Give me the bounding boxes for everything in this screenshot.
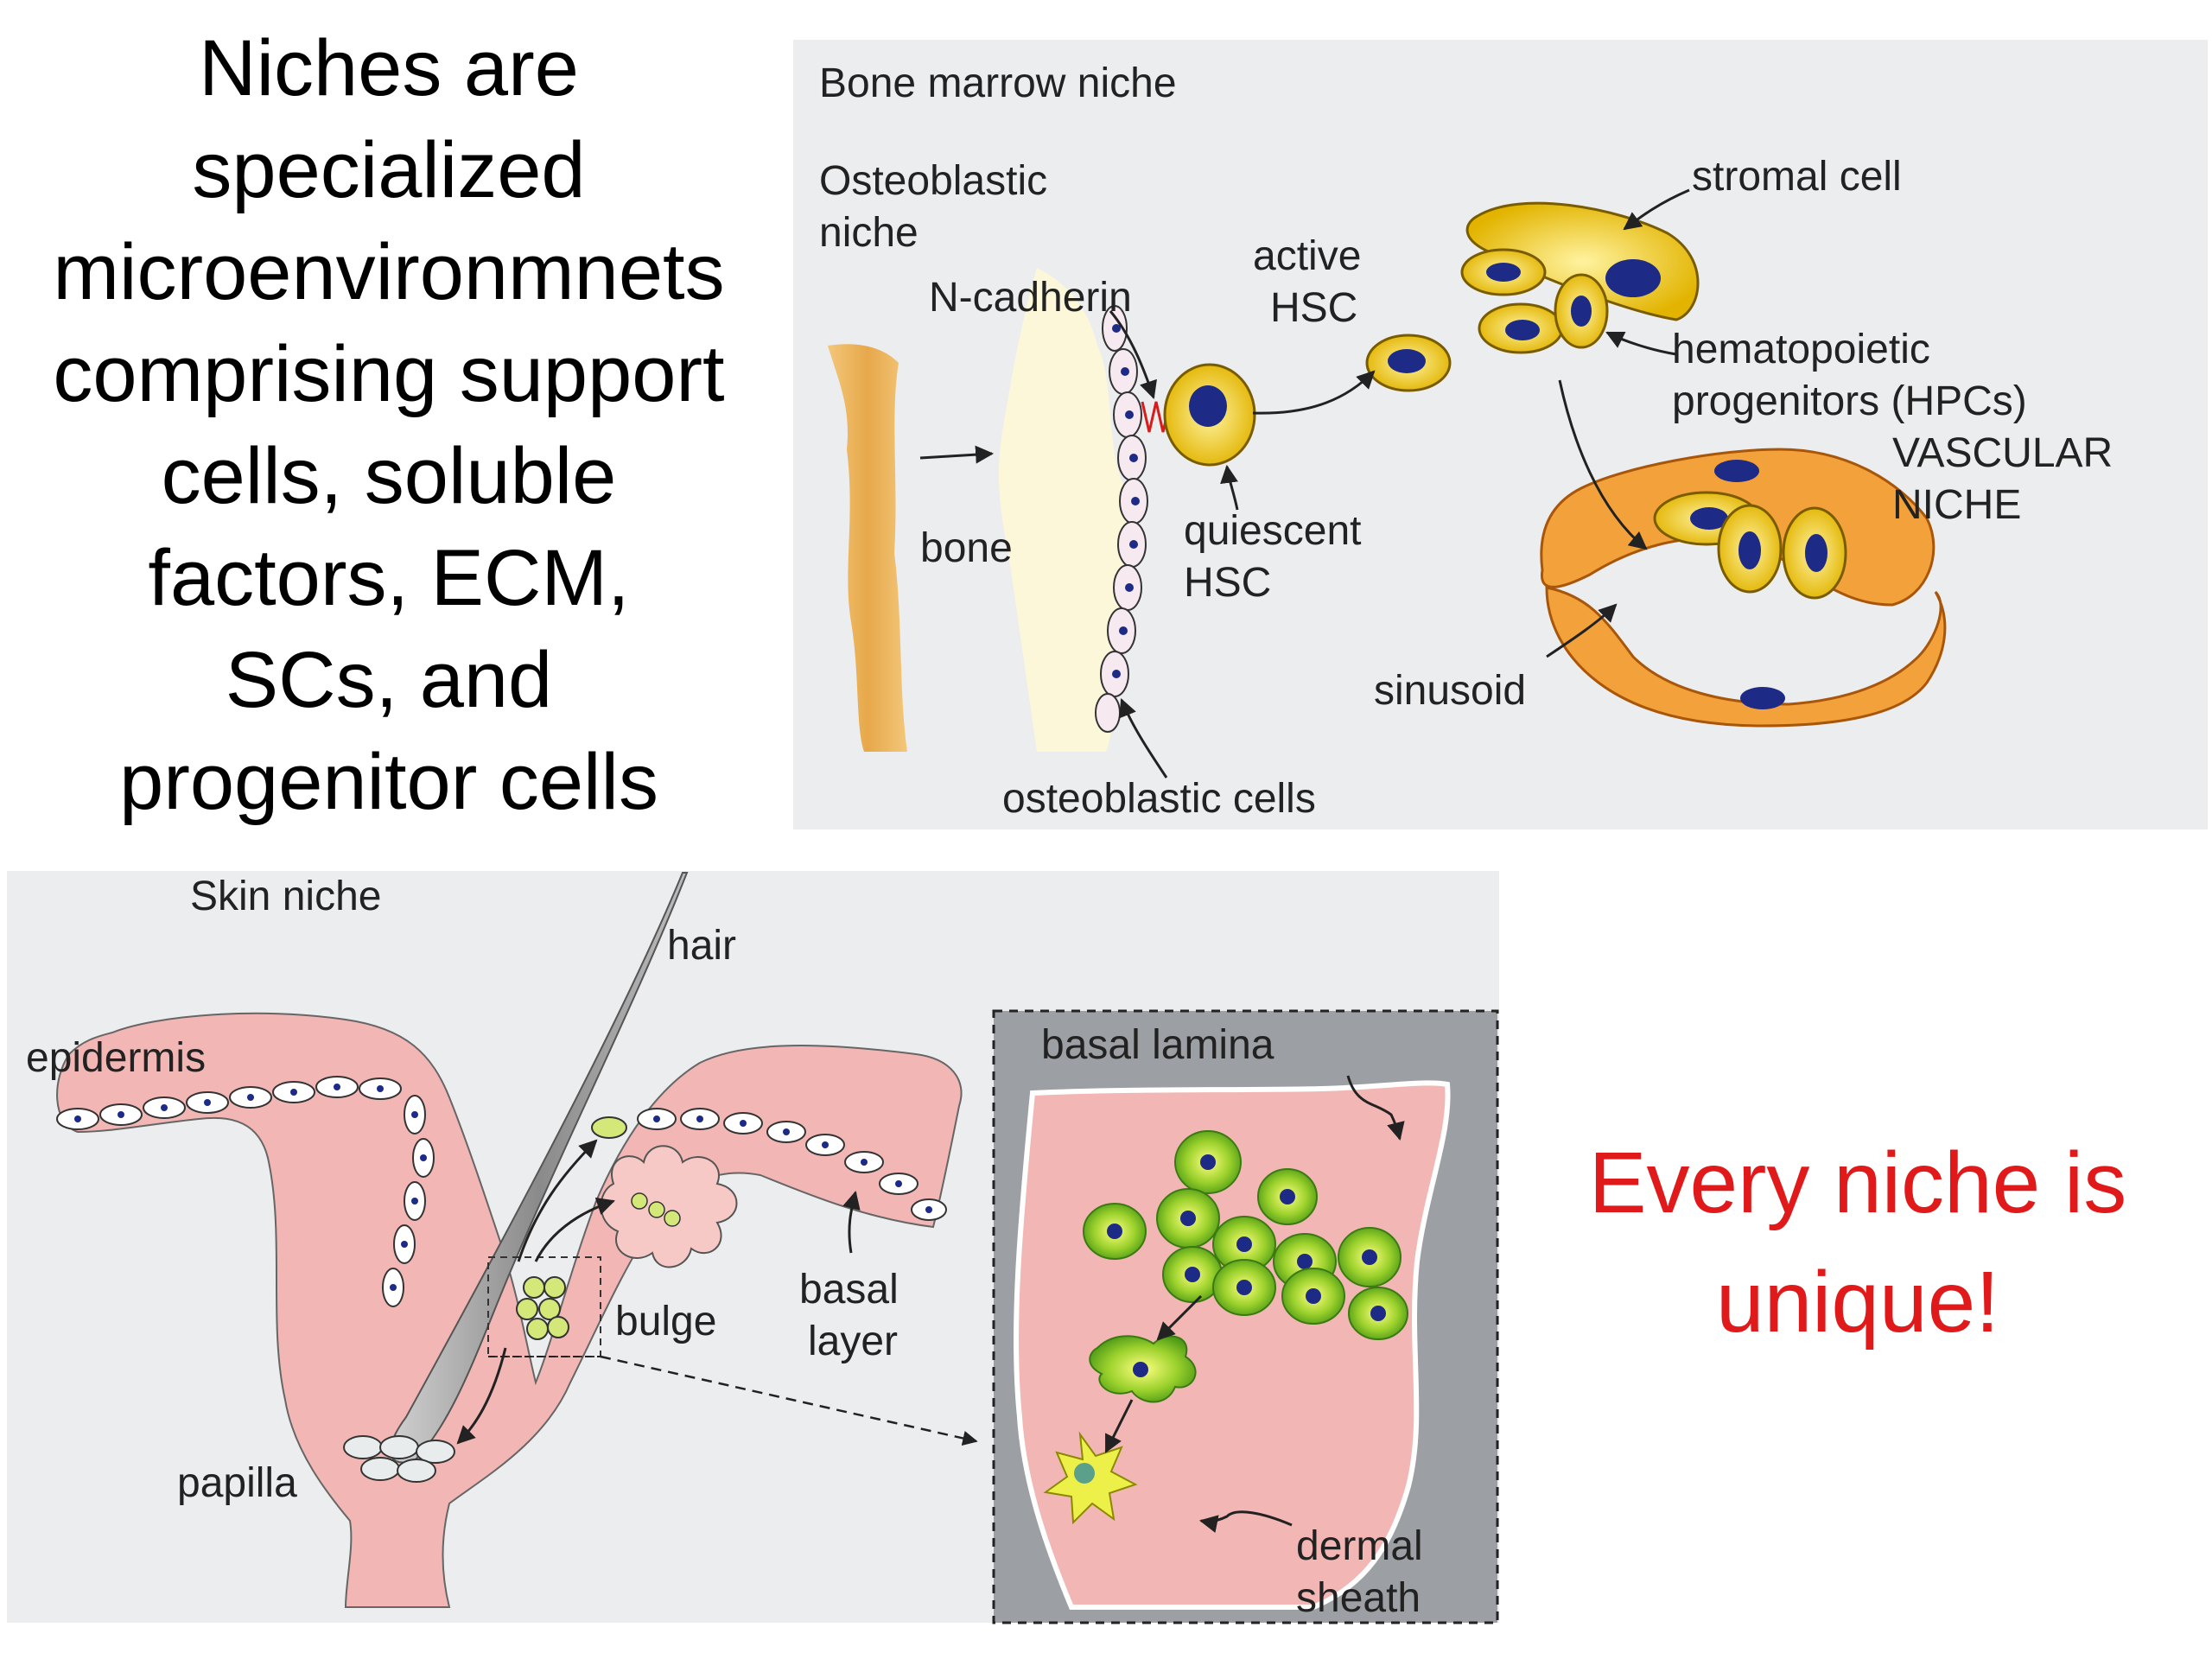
every-niche-unique-callout: Every niche is unique!	[1529, 1123, 2186, 1362]
epidermis-cell-chain	[56, 1076, 435, 1307]
label-osteoblastic-niche: niche	[819, 210, 918, 256]
label-bone: bone	[920, 525, 1013, 571]
label-quiescent-hsc: HSC	[1184, 560, 1271, 606]
bulge-to-papilla-arrow	[456, 1347, 507, 1445]
papilla-cells	[343, 1435, 455, 1483]
title-line: SCs, and	[225, 636, 553, 724]
label-osteoblastic-cells: osteoblastic cells	[1002, 776, 1316, 822]
dermal-sheath-arrow	[1198, 1510, 1293, 1533]
label-hair: hair	[667, 923, 736, 969]
callout-line: Every niche is	[1588, 1135, 2127, 1231]
label-n-cadherin: N-cadherin	[929, 275, 1132, 321]
sinusoid-wall-bottom	[1545, 586, 1947, 728]
label-basal-layer: basal	[799, 1267, 899, 1313]
osteoblastic-cell-column	[1095, 305, 1148, 733]
inset-zoom-line	[600, 1355, 978, 1446]
label-dermal-sheath: dermal	[1296, 1523, 1423, 1569]
label-vascular-niche: VASCULAR	[1892, 430, 2113, 476]
migration-arrow	[1558, 379, 1648, 550]
label-quiescent-hsc: quiescent	[1184, 508, 1361, 554]
title-line: specialized	[192, 126, 586, 214]
label-hpcs: progenitors (HPCs)	[1672, 378, 2027, 424]
osteoblast-arrow	[1119, 698, 1168, 779]
bulge-to-gland-arrow	[534, 1198, 615, 1262]
title-line: cells, soluble	[161, 432, 617, 520]
label-bulge: bulge	[615, 1299, 716, 1344]
sebaceous-gland	[600, 1145, 738, 1268]
title-line: comprising support	[53, 330, 725, 418]
bone-bar	[828, 344, 907, 752]
marrow-bone-region	[998, 268, 1128, 752]
callout-line: unique!	[1715, 1254, 2000, 1351]
title-line: Niches are	[199, 24, 579, 112]
hpc-cluster	[1460, 248, 1609, 354]
label-dermal-sheath: sheath	[1296, 1575, 1421, 1621]
skin-niche-title: Skin niche	[190, 874, 381, 919]
label-active-hsc: HSC	[1270, 285, 1357, 331]
title-line: factors, ECM,	[148, 534, 630, 622]
label-basal-lamina: basal lamina	[1041, 1022, 1274, 1068]
hpc-arrow	[1605, 331, 1677, 356]
n-cadherin-arrow	[1109, 310, 1157, 399]
bulge-box	[487, 1256, 601, 1357]
label-papilla: papilla	[177, 1460, 297, 1506]
label-basal-layer: layer	[808, 1319, 898, 1364]
activation-arrow	[1252, 370, 1376, 415]
skin-tissue	[56, 1012, 963, 1608]
label-vascular-niche: NICHE	[1892, 482, 2021, 528]
label-sinusoid: sinusoid	[1374, 668, 1526, 714]
slide-title: Niches are specialized microenvironmnets…	[0, 17, 778, 833]
inset-stem-cell-cluster	[1083, 1130, 1408, 1340]
label-active-hsc: active	[1253, 233, 1361, 279]
label-epidermis: epidermis	[26, 1035, 206, 1081]
basal-layer-chain	[591, 1108, 947, 1221]
basal-layer-arrow	[842, 1190, 861, 1254]
label-osteoblastic-niche: Osteoblastic	[819, 158, 1047, 204]
quiescent-arrow	[1220, 464, 1239, 511]
title-line: progenitor cells	[119, 738, 658, 826]
quiescent-hsc-nucleus	[1189, 385, 1227, 427]
bone-marrow-panel: Bone marrow niche Osteoblastic niche N-c…	[793, 40, 2208, 830]
bone-marrow-title: Bone marrow niche	[819, 60, 1177, 106]
basal-lamina-arrow	[1346, 1075, 1405, 1141]
label-hpcs: hematopoietic	[1672, 327, 1930, 372]
label-stromal-cell: stromal cell	[1692, 154, 1902, 200]
skin-panel: Skin niche hair epidermis basal lamina b…	[7, 871, 1499, 1624]
title-line: microenvironmnets	[53, 228, 725, 316]
bulge-stem-cells	[516, 1276, 569, 1340]
stromal-arrow	[1623, 188, 1690, 231]
bulge-to-basal-arrow	[517, 1139, 598, 1262]
sinusoid-arrow	[1546, 603, 1618, 658]
bone-arrow	[919, 445, 995, 464]
